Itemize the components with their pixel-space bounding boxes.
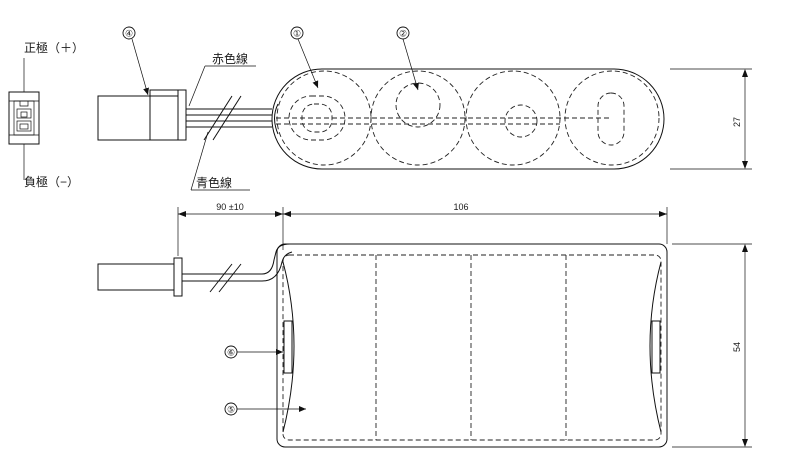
svg-text:②: ② xyxy=(399,29,407,39)
callout-5: ⑤ xyxy=(224,402,306,416)
dimension-54: 54 xyxy=(672,243,752,448)
red-wire-label: 赤色線 xyxy=(212,51,248,66)
callout-1: ① xyxy=(290,26,319,89)
dimension-body-length-label: 106 xyxy=(453,202,468,212)
dimension-27: 27 xyxy=(670,68,752,170)
positive-terminal-label: 正極（＋） xyxy=(24,40,84,55)
side-view-connector xyxy=(97,243,293,297)
dimension-lead-length: 90 ±10 xyxy=(177,202,284,256)
side-view-cell-pack xyxy=(276,243,668,448)
blue-wire-label: 青色線 xyxy=(196,175,232,190)
callout-4: ④ xyxy=(122,26,149,96)
svg-text:④: ④ xyxy=(125,29,133,39)
top-view-cell-pack xyxy=(271,68,665,170)
svg-text:⑥: ⑥ xyxy=(227,348,235,358)
dimension-54-label: 54 xyxy=(732,342,742,352)
callout-2: ② xyxy=(396,26,419,91)
svg-text:①: ① xyxy=(293,29,301,39)
dimension-27-label: 27 xyxy=(732,117,742,127)
callout-6: ⑥ xyxy=(224,345,283,359)
dimension-body-length: 106 xyxy=(283,202,668,244)
connector-end-view xyxy=(8,58,40,180)
top-view-connector xyxy=(97,89,187,141)
top-view-wires xyxy=(186,65,272,191)
svg-text:⑤: ⑤ xyxy=(227,405,235,415)
negative-terminal-label: 負極（−） xyxy=(24,174,79,189)
dimension-lead-length-label: 90 ±10 xyxy=(216,202,243,212)
